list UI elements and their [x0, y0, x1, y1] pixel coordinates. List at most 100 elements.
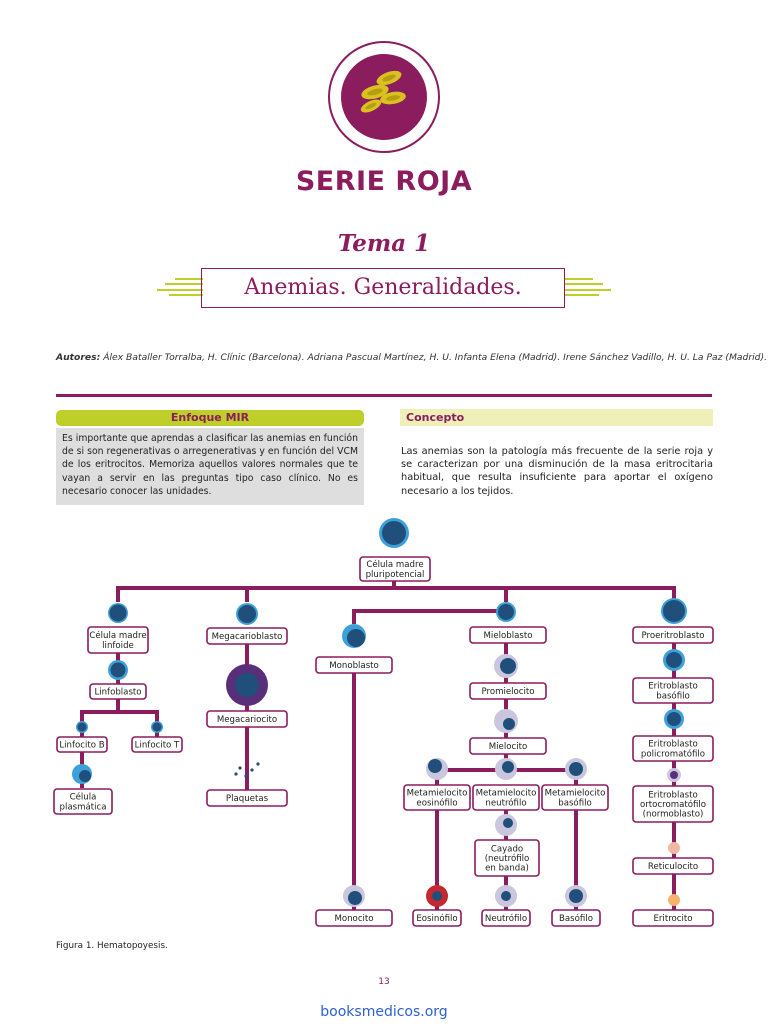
diagram-cells	[72, 518, 687, 907]
node-mieloblasto: Mieloblasto	[469, 626, 547, 644]
node-box	[53, 788, 113, 815]
node-label: Plaquetas	[226, 794, 269, 804]
figure-caption: Figura 1. Hematopoyesis.	[56, 941, 168, 951]
node-box	[632, 857, 714, 875]
node-box	[632, 626, 714, 644]
node-label: Linfocito T	[135, 741, 180, 751]
node-eosinofilo: Eosinófilo	[412, 909, 462, 927]
node-box	[472, 784, 540, 811]
meta-basophil-icon	[565, 758, 587, 780]
enfoque-mir-title: Enfoque MIR	[56, 410, 364, 426]
meta-neutrophil-icon	[495, 758, 517, 780]
node-box	[469, 737, 547, 755]
node-box	[541, 784, 609, 811]
node-box	[412, 909, 462, 927]
erythrocyte-icon	[668, 894, 680, 906]
node-box	[87, 626, 149, 654]
node-box	[56, 736, 108, 753]
platelet-dot	[234, 772, 238, 776]
node-label: policromatófilo	[641, 748, 705, 759]
node-label: Proeritroblasto	[641, 631, 704, 641]
node-label: linfoide	[102, 641, 134, 651]
platelet-dot	[250, 768, 254, 772]
node-label: Célula madre	[89, 630, 146, 641]
node-label: Mielocito	[489, 742, 527, 752]
node-label: Monoblasto	[329, 661, 379, 671]
page-number: 13	[378, 977, 390, 987]
node-label: (normoblasto)	[643, 810, 704, 820]
myelocyte-icon	[494, 709, 518, 733]
red-cells-logo	[328, 41, 440, 153]
node-box	[206, 627, 288, 645]
node-monoblasto: Monoblasto	[315, 656, 393, 674]
node-box	[469, 626, 547, 644]
platelet-dot	[238, 766, 242, 770]
node-label: pluripotencial	[366, 570, 425, 580]
node-eritrocito: Eritrocito	[632, 909, 714, 927]
node-label: Neutrófilo	[485, 913, 527, 924]
basophil-icon	[565, 885, 587, 907]
monocyte-icon	[343, 885, 365, 907]
node-box	[89, 683, 147, 700]
node-label: Cayado	[491, 844, 523, 854]
node-box	[632, 735, 714, 762]
node-plaquetas: Plaquetas	[206, 789, 288, 807]
node-box	[206, 789, 288, 807]
node-box	[469, 682, 547, 700]
plasma-cell-icon	[72, 764, 92, 784]
lymphoid-cell-icon	[108, 603, 128, 623]
node-linfoblasto: Linfoblasto	[89, 683, 147, 700]
myeloblast-icon	[496, 602, 516, 622]
stem-cell-icon	[379, 518, 409, 548]
left-decorative-lines	[157, 278, 203, 296]
site-watermark: booksmedicos.org	[320, 1004, 448, 1020]
node-label: Megacariocito	[217, 715, 277, 725]
node-label: Linfocito B	[59, 741, 104, 751]
node-label: Promielocito	[481, 687, 534, 697]
monoblast-icon	[342, 624, 366, 648]
meta-eosinophil-icon	[426, 758, 448, 780]
node-label: Reticulocito	[648, 862, 698, 872]
node-neutrofilo: Neutrófilo	[481, 909, 531, 927]
node-label: (neutrófilo	[485, 853, 530, 864]
node-label: eosinófilo	[416, 797, 457, 808]
lymphoblast-icon	[108, 660, 128, 680]
platelet-dot	[244, 774, 248, 778]
erythroblast-basophil-icon	[663, 649, 685, 671]
node-linfocito-b: Linfocito B	[56, 736, 108, 753]
node-box	[632, 909, 714, 927]
reticulocyte-icon	[668, 842, 680, 854]
authors-text: Álex Bataller Torralba, H. Clínic (Barce…	[103, 352, 768, 363]
node-box	[551, 909, 601, 927]
node-box	[359, 556, 431, 582]
node-box	[632, 785, 714, 823]
node-label: neutrófilo	[485, 797, 526, 808]
concepto-title: Concepto	[400, 409, 713, 426]
node-label: Metamielocito	[545, 789, 606, 799]
section-divider	[56, 394, 712, 397]
subtitle-box: Anemias. Generalidades.	[201, 268, 565, 308]
node-box	[403, 784, 471, 811]
node-label: Basófilo	[559, 913, 593, 924]
node-linfocito-t: Linfocito T	[131, 736, 183, 753]
node-megacariocito: Megacariocito	[206, 710, 288, 728]
node-box	[632, 677, 714, 704]
node-label: Metamielocito	[476, 789, 537, 799]
megakaryocyte-icon	[226, 664, 268, 706]
node-monocito: Monocito	[315, 909, 393, 927]
node-box	[315, 909, 393, 927]
neutrophil-icon	[495, 885, 517, 907]
erythroblast-ortho-icon	[667, 768, 681, 782]
node-label: Eritrocito	[653, 914, 692, 924]
band-cell-icon	[495, 814, 517, 836]
enfoque-mir-body: Es importante que aprendas a clasificar …	[56, 428, 364, 505]
node-label: Eosinófilo	[416, 913, 457, 924]
node-box	[315, 656, 393, 674]
